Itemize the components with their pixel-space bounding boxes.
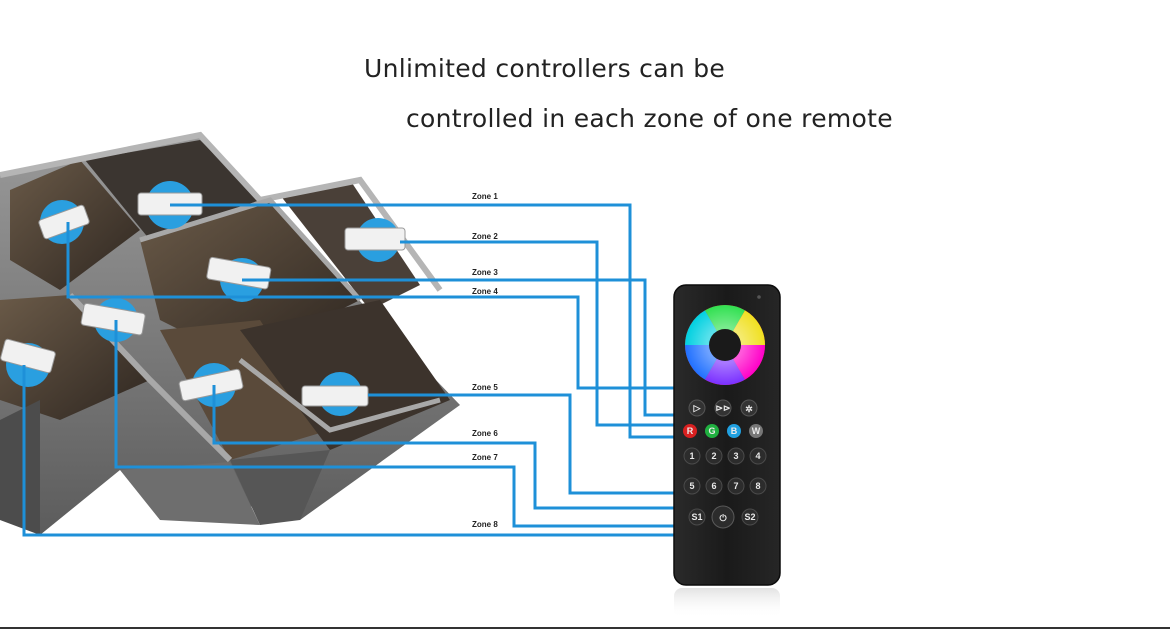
- remote-row-zones-1-4[interactable]: 1 2 3 4: [683, 447, 767, 465]
- play-button[interactable]: ▷: [693, 403, 702, 413]
- zone-2-button[interactable]: 2: [711, 451, 716, 461]
- zone-labels: Zone 1 Zone 2 Zone 3 Zone 4 Zone 5 Zone …: [472, 192, 498, 529]
- zone-label-6: Zone 6: [472, 429, 498, 438]
- g-button[interactable]: G: [708, 426, 715, 436]
- controller-zone-5: [301, 372, 369, 416]
- zone-label-3: Zone 3: [472, 268, 498, 277]
- headline-line-1: Unlimited controllers can be: [364, 54, 726, 83]
- wire-zone-5: [368, 393, 690, 495]
- zone-label-5: Zone 5: [472, 383, 498, 392]
- indicator-led: [757, 295, 761, 299]
- power-button[interactable]: ⏻: [719, 513, 727, 523]
- remote-row-play[interactable]: ▷ ⊳⊳ ✲: [688, 399, 758, 417]
- zone-label-8: Zone 8: [472, 520, 498, 529]
- controller-zone-2: [344, 218, 406, 262]
- r-button[interactable]: R: [687, 426, 694, 436]
- s1-button[interactable]: S1: [691, 512, 702, 522]
- remote-reflection: [674, 588, 780, 618]
- building-illustration: [0, 131, 460, 535]
- zone-3-button[interactable]: 3: [733, 451, 738, 461]
- zone-label-4: Zone 4: [472, 287, 498, 296]
- zone-8-button[interactable]: 8: [755, 481, 760, 491]
- zone-label-1: Zone 1: [472, 192, 498, 201]
- zone-5-button[interactable]: 5: [689, 481, 694, 491]
- b-button[interactable]: B: [731, 426, 738, 436]
- wire-zone-1: [170, 203, 690, 439]
- s2-button[interactable]: S2: [744, 512, 755, 522]
- zone-label-2: Zone 2: [472, 232, 498, 241]
- w-button[interactable]: W: [752, 426, 761, 436]
- zone-6-button[interactable]: 6: [711, 481, 716, 491]
- remote-row-rgbw[interactable]: R G B W: [683, 424, 763, 438]
- speed-button[interactable]: ⊳⊳: [715, 403, 730, 413]
- color-wheel[interactable]: [685, 305, 765, 385]
- controller-zone-8: [0, 338, 56, 387]
- brightness-button[interactable]: ✲: [745, 404, 753, 414]
- controller-zone-4: [38, 200, 90, 244]
- zone-4-button[interactable]: 4: [755, 451, 760, 461]
- remote-control: ▷ ⊳⊳ ✲ R G B W 1 2 3 4: [673, 284, 781, 618]
- headline-line-2: controlled in each zone of one remote: [406, 104, 893, 133]
- zone-label-7: Zone 7: [472, 453, 498, 462]
- wire-zone-2: [400, 240, 690, 427]
- remote-row-scene-power[interactable]: S1 ⏻ S2: [688, 505, 759, 529]
- zone-7-button[interactable]: 7: [733, 481, 738, 491]
- zone-1-button[interactable]: 1: [689, 451, 694, 461]
- remote-row-zones-5-8[interactable]: 5 6 7 8: [683, 477, 767, 495]
- bottom-divider: [0, 627, 1170, 629]
